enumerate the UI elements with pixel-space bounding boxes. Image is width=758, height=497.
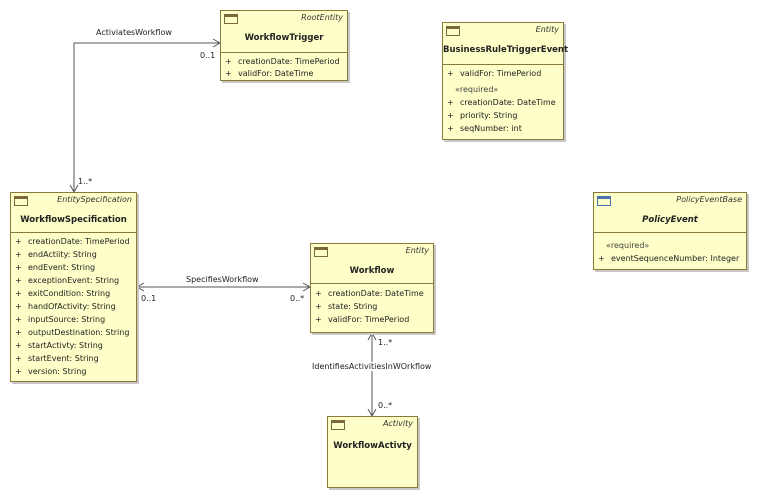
required-stereotype: «required»: [606, 241, 650, 250]
specifies-workflow-source-mult: 0..1: [141, 294, 157, 303]
class-policy-event[interactable]: PolicyEventBase PolicyEvent «required» +…: [593, 192, 747, 270]
compartment-divider: [11, 232, 136, 233]
class-name: BusinessRuleTriggerEvent: [443, 45, 569, 55]
class-icon: [224, 14, 238, 24]
class-workflow-specification[interactable]: EntitySpecification WorkflowSpecificatio…: [10, 192, 137, 382]
class-icon: [597, 196, 611, 206]
class-icon: [314, 247, 328, 257]
attribute-row: +validFor: DateTime: [225, 69, 314, 78]
attribute-row: +creationDate: DateTime: [315, 289, 424, 298]
attribute-row: +state: String: [315, 302, 378, 311]
activiates-workflow-target-mult: 1..*: [78, 177, 93, 186]
compartment-divider: [311, 283, 433, 284]
attribute-row: +eventSequenceNumber: Integer: [598, 254, 740, 263]
attribute-row: +outputDestination: String: [15, 328, 130, 337]
stereotype: PolicyEventBase: [676, 195, 742, 204]
activiates-workflow-source-mult: 0..1: [200, 51, 216, 60]
attribute-row: +handOfActivity: String: [15, 302, 116, 311]
attribute-row: +creationDate: TimePeriod: [15, 237, 130, 246]
stereotype: Entity: [535, 25, 559, 34]
specifies-workflow-arrowhead-left: [135, 282, 145, 292]
class-business-rule-trigger-event[interactable]: Entity BusinessRuleTriggerEvent +validFo…: [442, 22, 569, 140]
activiates-workflow-line[interactable]: [73, 42, 220, 192]
stereotype: EntitySpecification: [57, 195, 132, 204]
attribute-row: +endEvent: String: [15, 263, 96, 272]
activiates-workflow-label: ActiviatesWorkflow: [96, 28, 172, 37]
stereotype: Activity: [382, 419, 413, 428]
class-icon: [331, 420, 345, 430]
class-name: WorkflowSpecification: [20, 215, 127, 225]
attribute-row: +creationDate: DateTime: [447, 98, 556, 107]
class-workflow-activity[interactable]: Activity WorkflowActivty: [327, 416, 418, 488]
attribute-row: +endActiity: String: [15, 250, 97, 259]
class-name: Workflow: [349, 266, 395, 276]
attribute-row: +inputSource: String: [15, 315, 106, 324]
specifies-workflow-target-mult: 0..*: [290, 294, 305, 303]
identifies-activities-source-mult: 1..*: [378, 338, 393, 347]
class-icon: [14, 196, 28, 206]
identifies-activities-arrowhead-top: [367, 331, 377, 341]
compartment-divider: [594, 232, 746, 233]
compartment-divider: [221, 52, 347, 53]
class-name: PolicyEvent: [642, 215, 698, 225]
attribute-row: +startEvent: String: [15, 354, 99, 363]
compartment-divider: [443, 64, 563, 65]
attribute-row: +exceptionEvent: String: [15, 276, 120, 285]
attribute-row: +seqNumber: int: [447, 124, 522, 133]
class-name: WorkflowActivty: [333, 441, 412, 451]
stereotype: RootEntity: [301, 13, 343, 22]
attribute-row: +validFor: TimePeriod: [315, 315, 410, 324]
attribute-row: +startActivty: String: [15, 341, 103, 350]
identifies-activities-target-mult: 0..*: [378, 401, 393, 410]
identifies-activities-label: IdentifiesActivitiesInWOrkflow: [312, 362, 432, 371]
class-icon: [446, 26, 460, 36]
class-name: WorkflowTrigger: [244, 33, 324, 43]
attribute-row: +exitCondition: String: [15, 289, 111, 298]
class-workflow[interactable]: Entity Workflow +creationDate: DateTime …: [310, 243, 434, 333]
attribute-row: +validFor: TimePeriod: [447, 69, 542, 78]
required-stereotype: «required»: [455, 85, 499, 94]
attribute-row: +creationDate: TimePeriod: [225, 57, 340, 66]
attribute-row: +version: String: [15, 367, 87, 376]
stereotype: Entity: [405, 246, 429, 255]
specifies-workflow-label: SpecifiesWorkflow: [186, 275, 259, 284]
class-workflow-trigger[interactable]: RootEntity WorkflowTrigger +creationDate…: [220, 10, 348, 81]
attribute-row: +priority: String: [447, 111, 518, 120]
